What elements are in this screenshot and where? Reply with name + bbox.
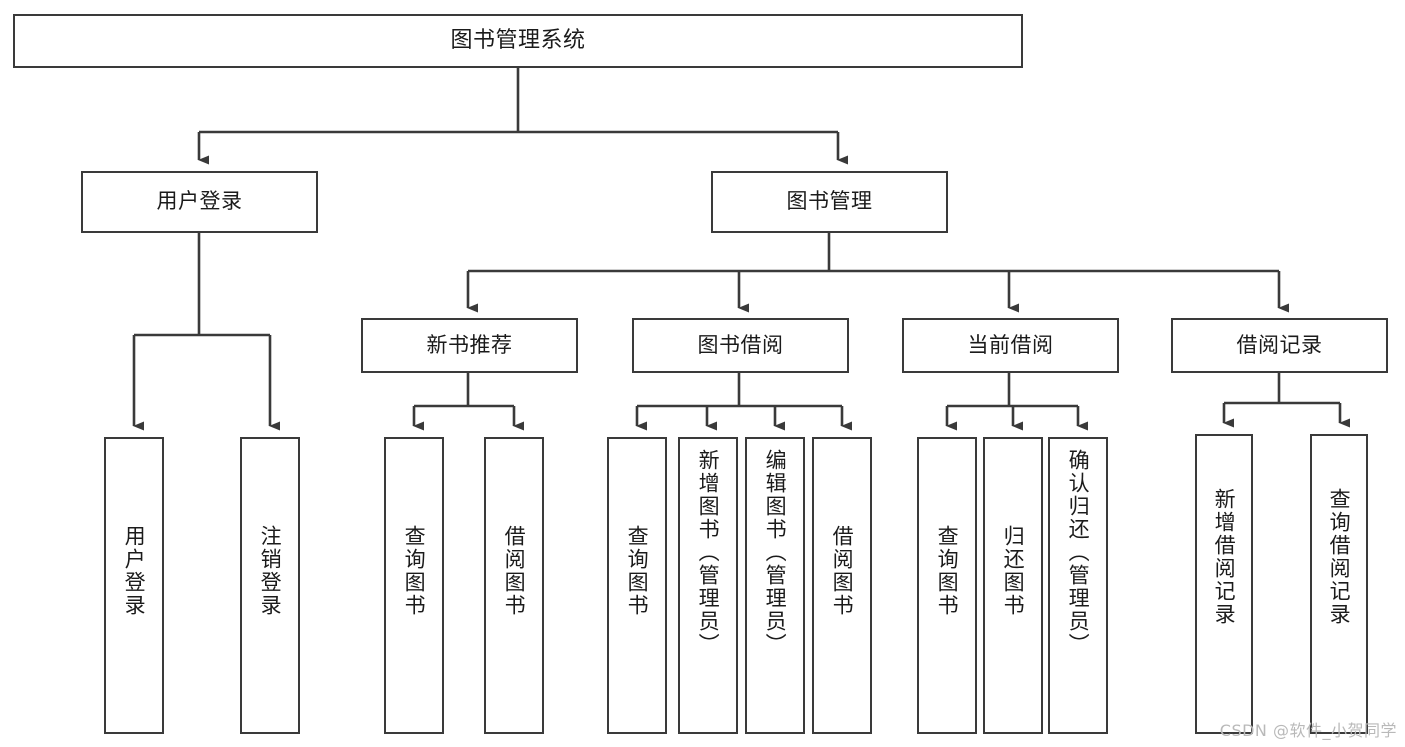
node-borrow-record-label: 借阅记录 <box>1236 332 1323 357</box>
leaf-current-query-book[interactable]: 查询图书 <box>917 437 977 734</box>
node-root-label: 图书管理系统 <box>450 27 586 53</box>
node-new-book-recommend[interactable]: 新书推荐 <box>361 318 578 373</box>
node-new-book-recommend-label: 新书推荐 <box>426 332 513 357</box>
node-book-borrow-label: 图书借阅 <box>697 332 784 357</box>
leaf-current-query-book-label: 查询图书 <box>935 525 960 617</box>
node-book-management[interactable]: 图书管理 <box>711 171 948 233</box>
leaf-borrow-add-book[interactable]: 新增图书（管理员） <box>678 437 738 734</box>
node-root[interactable]: 图书管理系统 <box>13 14 1023 68</box>
leaf-current-confirm-return[interactable]: 确认归还（管理员） <box>1048 437 1108 734</box>
leaf-current-return-book-label: 归还图书 <box>1001 525 1026 617</box>
leaf-record-add-record-label: 新增借阅记录 <box>1212 488 1237 626</box>
node-borrow-record[interactable]: 借阅记录 <box>1171 318 1388 373</box>
leaf-recommend-query-book-label: 查询图书 <box>402 525 427 617</box>
leaf-borrow-borrow-book-label: 借阅图书 <box>830 525 855 617</box>
leaf-user-login-logout[interactable]: 注销登录 <box>240 437 300 734</box>
leaf-borrow-query-book[interactable]: 查询图书 <box>607 437 667 734</box>
leaf-recommend-query-book[interactable]: 查询图书 <box>384 437 444 734</box>
leaf-borrow-add-book-label: 新增图书（管理员） <box>696 449 721 656</box>
leaf-recommend-borrow-book-label: 借阅图书 <box>502 525 527 617</box>
leaf-record-add-record[interactable]: 新增借阅记录 <box>1195 434 1253 734</box>
node-book-management-label: 图书管理 <box>786 189 873 214</box>
leaf-user-login-logout-label: 注销登录 <box>258 525 283 617</box>
leaf-borrow-edit-book[interactable]: 编辑图书（管理员） <box>745 437 805 734</box>
leaf-borrow-query-book-label: 查询图书 <box>625 525 650 617</box>
leaf-user-login-login-label: 用户登录 <box>122 525 147 617</box>
node-user-login-label: 用户登录 <box>156 189 243 214</box>
node-user-login[interactable]: 用户登录 <box>81 171 318 233</box>
leaf-record-query-record[interactable]: 查询借阅记录 <box>1310 434 1368 734</box>
node-current-borrow[interactable]: 当前借阅 <box>902 318 1119 373</box>
leaf-record-query-record-label: 查询借阅记录 <box>1327 488 1352 626</box>
leaf-borrow-edit-book-label: 编辑图书（管理员） <box>763 449 788 656</box>
leaf-current-confirm-return-label: 确认归还（管理员） <box>1066 449 1091 656</box>
node-current-borrow-label: 当前借阅 <box>967 332 1054 357</box>
leaf-user-login-login[interactable]: 用户登录 <box>104 437 164 734</box>
leaf-borrow-borrow-book[interactable]: 借阅图书 <box>812 437 872 734</box>
node-book-borrow[interactable]: 图书借阅 <box>632 318 849 373</box>
csdn-watermark: CSDN @软件_小贺同学 <box>1219 721 1397 740</box>
leaf-recommend-borrow-book[interactable]: 借阅图书 <box>484 437 544 734</box>
leaf-current-return-book[interactable]: 归还图书 <box>983 437 1043 734</box>
